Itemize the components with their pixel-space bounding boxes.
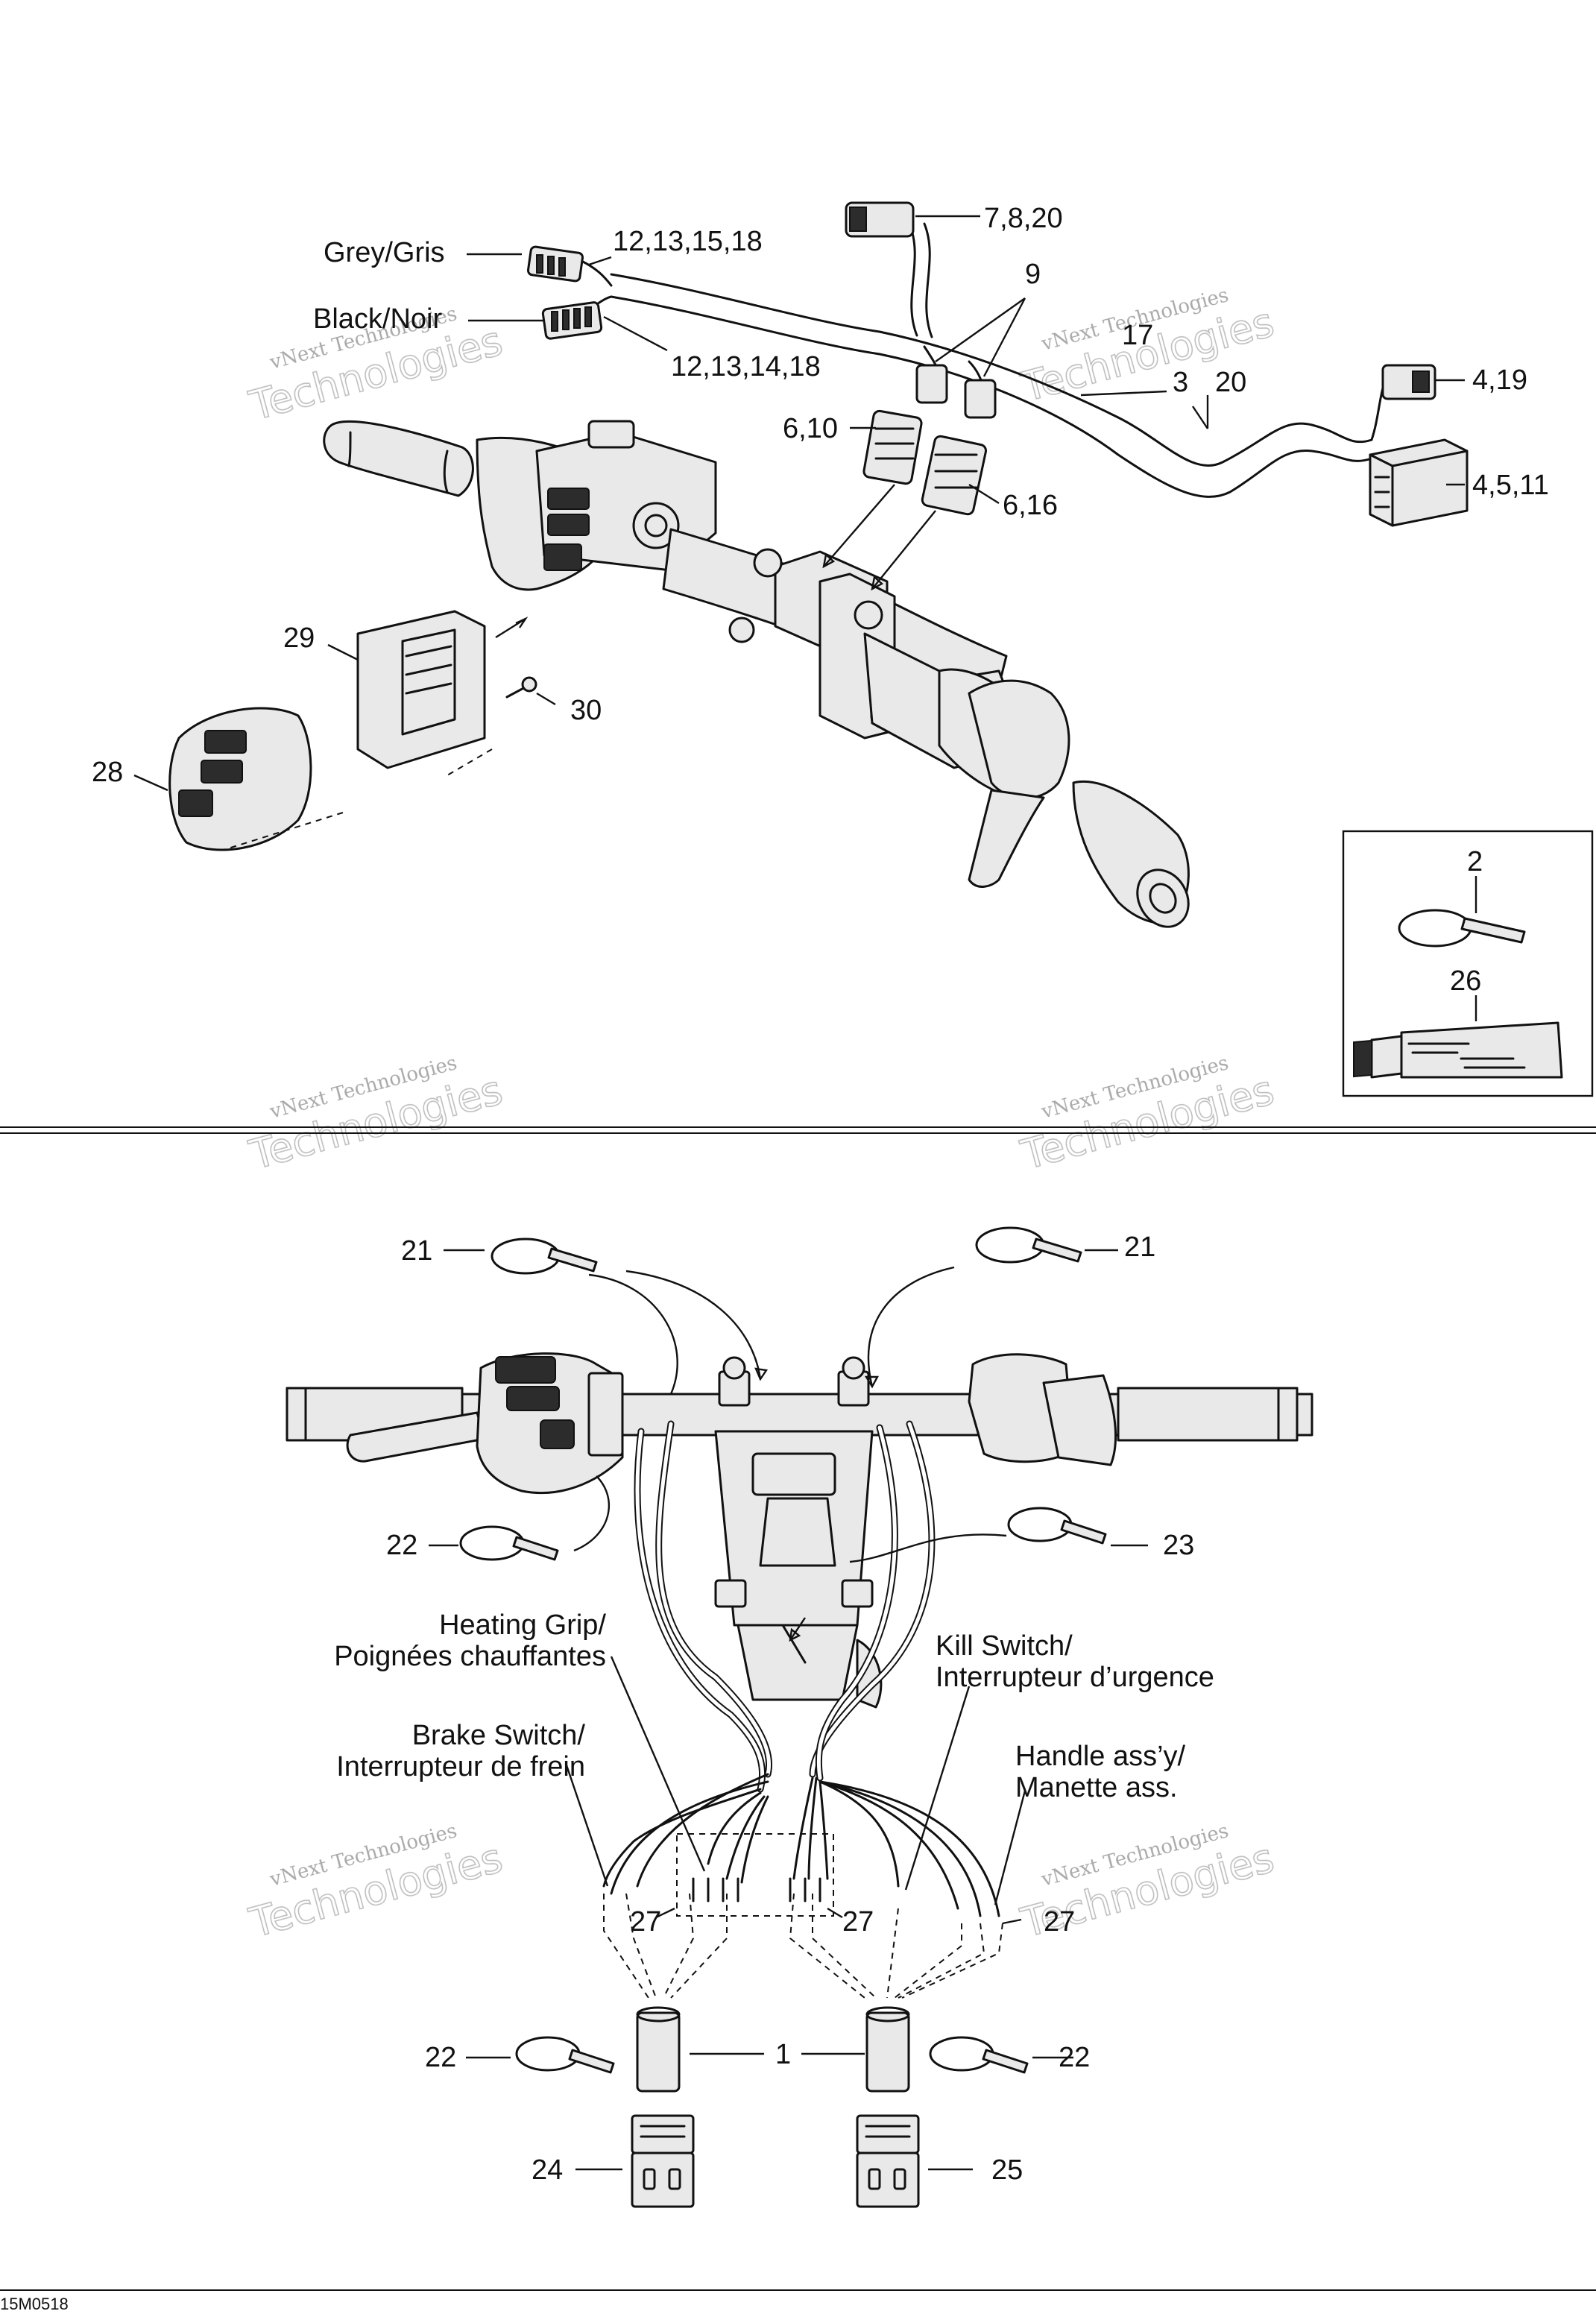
arrow-head	[871, 575, 884, 591]
connector-6-16	[921, 379, 997, 516]
cable-tie-icon	[1398, 909, 1526, 948]
callout-2: 2	[1467, 846, 1483, 877]
cable-tie-23	[1007, 1507, 1107, 1545]
connector-7-8-20	[845, 201, 915, 238]
connector-housing-25	[856, 2114, 920, 2208]
housing-29	[356, 610, 486, 769]
arrow-head	[822, 552, 836, 569]
section-divider	[0, 1126, 1596, 1134]
callout-7-8-20: 7,8,20	[984, 203, 1063, 234]
callout-6-10: 6,10	[783, 413, 838, 444]
connector-grey	[526, 245, 584, 283]
diagram-code: 15M0518	[0, 2295, 69, 2313]
assembly-arrow	[823, 484, 895, 567]
callout-4-5-11: 4,5,11	[1472, 470, 1549, 501]
callout-21-left: 21	[401, 1235, 432, 1267]
cable-tie-22-top	[459, 1525, 559, 1561]
cable-tie-22-bottom-left	[515, 2036, 615, 2074]
leader-lines-bottom	[429, 1249, 1148, 2171]
screw-30	[505, 676, 537, 699]
connector-black	[541, 301, 603, 340]
callout-17: 17	[1122, 320, 1153, 351]
annotation-kill-switch: Kill Switch/ Interrupteur d’urgence	[936, 1630, 1214, 1693]
callout-29: 29	[283, 622, 315, 654]
callout-1: 1	[775, 2039, 791, 2070]
handlebar-top	[323, 420, 1190, 928]
svg-text:Heating Grip/: Heating Grip/	[439, 1610, 606, 1641]
inset-box: 2 26	[1342, 830, 1594, 1097]
callout-3: 3	[1173, 367, 1188, 398]
arrow-head	[515, 617, 529, 628]
sleeve-right	[865, 2006, 910, 2093]
callout-12-13-15-18: 12,13,15,18	[613, 226, 763, 257]
svg-text:Poignées chauffantes: Poignées chauffantes	[334, 1641, 606, 1672]
callout-22-top: 22	[386, 1530, 417, 1561]
callout-22-bottom-right: 22	[1059, 2042, 1090, 2073]
svg-text:Handle ass’y/: Handle ass’y/	[1015, 1741, 1186, 1772]
callout-25: 25	[991, 2154, 1023, 2186]
callout-20: 20	[1215, 367, 1246, 398]
sleeve-left	[636, 2006, 681, 2093]
callout-9: 9	[1025, 259, 1041, 290]
callout-23: 23	[1163, 1530, 1194, 1561]
callout-21-right: 21	[1124, 1232, 1155, 1263]
grease-tube-icon	[1353, 1021, 1563, 1079]
annotation-heating-grip: Heating Grip/ Poignées chauffantes	[334, 1610, 606, 1672]
callout-12-13-14-18: 12,13,14,18	[671, 351, 821, 382]
svg-text:Interrupteur de frein: Interrupteur de frein	[336, 1751, 585, 1782]
wire-label-grey: Grey/Gris	[324, 237, 445, 268]
callout-26: 26	[1450, 965, 1481, 997]
callout-27-left: 27	[630, 1906, 661, 1938]
cable-tie-22-bottom-right	[929, 2036, 1029, 2074]
callout-27-center: 27	[842, 1906, 874, 1938]
annotation-handle-assy: Handle ass’y/ Manette ass.	[1015, 1741, 1186, 1803]
cable-tie-21-right	[975, 1226, 1082, 1264]
callout-4-19: 4,19	[1472, 365, 1527, 396]
wire-routing	[602, 1420, 1000, 1917]
callout-27-right: 27	[1044, 1906, 1075, 1938]
leader-lines-top	[133, 215, 1465, 792]
annotation-brake-switch: Brake Switch/ Interrupteur de frein	[336, 1720, 585, 1782]
callout-6-16: 6,16	[1003, 490, 1058, 521]
assembly-hint	[223, 748, 493, 851]
handlebar-front	[286, 1352, 1313, 1709]
cable-tie-21-left	[491, 1238, 598, 1275]
svg-text:Interrupteur d’urgence: Interrupteur d’urgence	[936, 1662, 1214, 1693]
callout-28: 28	[92, 757, 123, 788]
routing-arrows	[573, 1266, 1007, 1642]
svg-text:Kill Switch/: Kill Switch/	[936, 1630, 1073, 1662]
connector-4-19	[1381, 364, 1436, 400]
switch-housing-28	[168, 707, 312, 851]
connector-6-10	[862, 364, 948, 485]
module-4-5-11	[1369, 438, 1469, 527]
connector-housing-24	[631, 2114, 695, 2208]
wire-label-black: Black/Noir	[313, 303, 442, 335]
assembly-arrow	[871, 510, 936, 590]
svg-text:Manette ass.: Manette ass.	[1015, 1772, 1178, 1803]
callout-24: 24	[532, 2154, 563, 2186]
connector-groups	[603, 1833, 1003, 1999]
svg-text:Brake Switch/: Brake Switch/	[412, 1720, 586, 1751]
callout-30: 30	[570, 695, 602, 726]
callout-22-bottom-left: 22	[425, 2042, 456, 2073]
